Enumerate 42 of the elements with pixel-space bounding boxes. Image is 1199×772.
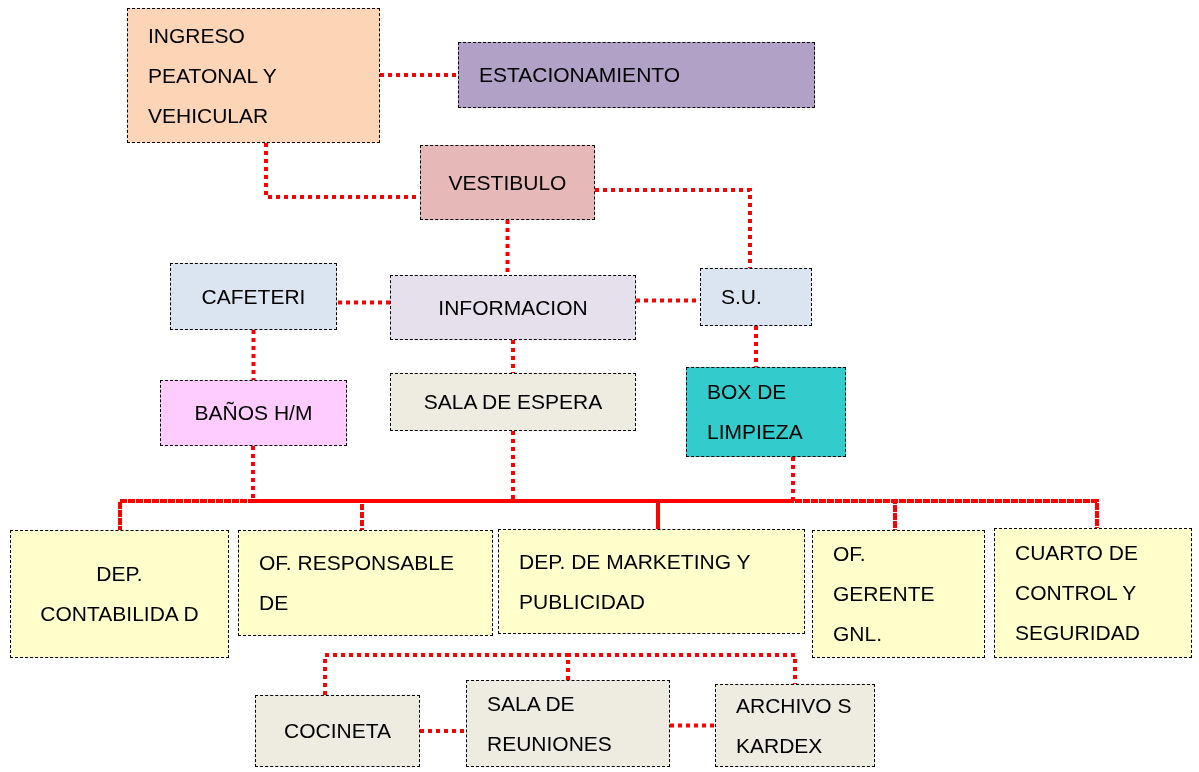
dotted-connector	[670, 723, 715, 728]
process-box	[498, 529, 805, 634]
process-box	[686, 367, 846, 457]
process-box	[994, 528, 1192, 658]
dotted-connector	[791, 457, 1099, 528]
box-label: BAÑOS H/M	[194, 400, 313, 426]
dotted-connector	[420, 729, 466, 733]
box-label: INFORMACION	[438, 294, 588, 321]
process-box	[390, 275, 636, 340]
box-label: S.U.	[721, 284, 762, 310]
box-label: INGRESO PEATONAL Y VEHICULAR	[148, 22, 278, 129]
process-box	[466, 680, 670, 767]
box-label: OF. RESPONSABLE DE	[259, 550, 455, 616]
box-label: DEP. DE MARKETING Y PUBLICIDAD	[519, 548, 752, 615]
box-label: SALA DE ESPERA	[423, 389, 603, 415]
box-label: DEP. CONTABILIDA D	[39, 561, 200, 627]
process-box	[160, 380, 347, 446]
box-label: ARCHIVO S KARDEX	[736, 692, 853, 759]
box-label: CAFETERI	[201, 283, 306, 310]
process-box	[10, 530, 229, 658]
box-label: BOX DE LIMPIEZA	[707, 379, 804, 445]
process-box	[127, 8, 380, 143]
dotted-connector	[380, 73, 458, 77]
dotted-connector	[505, 220, 510, 275]
box-label: VESTIBULO	[448, 169, 567, 196]
process-box	[255, 695, 420, 767]
dotted-connector	[337, 300, 390, 305]
process-box	[715, 684, 875, 767]
dotted-connector	[251, 330, 256, 380]
box-label: OF. GERENTE GNL.	[833, 541, 936, 647]
process-box	[420, 145, 595, 220]
process-box	[390, 373, 636, 431]
process-box	[700, 268, 812, 326]
process-box	[170, 263, 337, 330]
process-box	[238, 530, 493, 636]
process-box	[812, 530, 985, 658]
box-label: ESTACIONAMIENTO	[479, 62, 681, 88]
process-box	[458, 42, 815, 108]
box-label: CUARTO DE CONTROL Y SEGURIDAD	[1015, 540, 1141, 646]
box-label: SALA DE REUNIONES	[487, 690, 613, 757]
box-label: COCINETA	[284, 718, 391, 744]
dotted-connector	[323, 653, 570, 695]
